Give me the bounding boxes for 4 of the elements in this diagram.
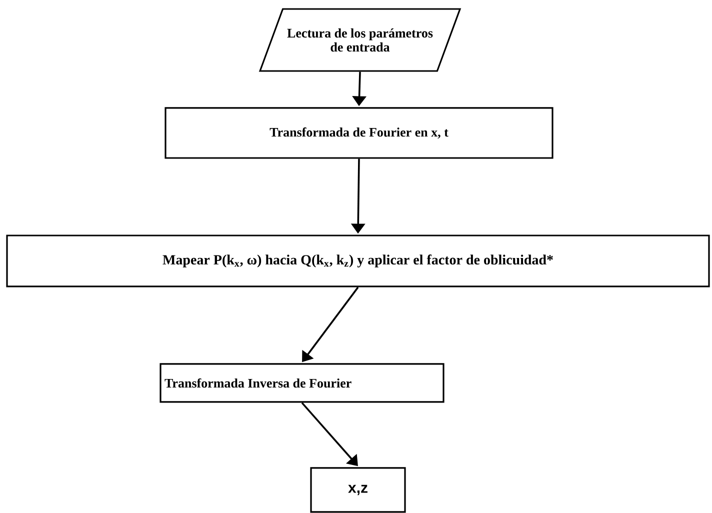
process-box: Mapear P(k$_{x}$, ω) hacia Q(k$_{x}$, k$_{z}$) y aplicar el factor de oblicuidad* [6, 234, 710, 288]
process-box: Transformada de Fourier en x, t [164, 107, 554, 159]
process-box: Transformada Inversa de Fourier [160, 363, 444, 403]
process-box: x,z [310, 467, 406, 513]
